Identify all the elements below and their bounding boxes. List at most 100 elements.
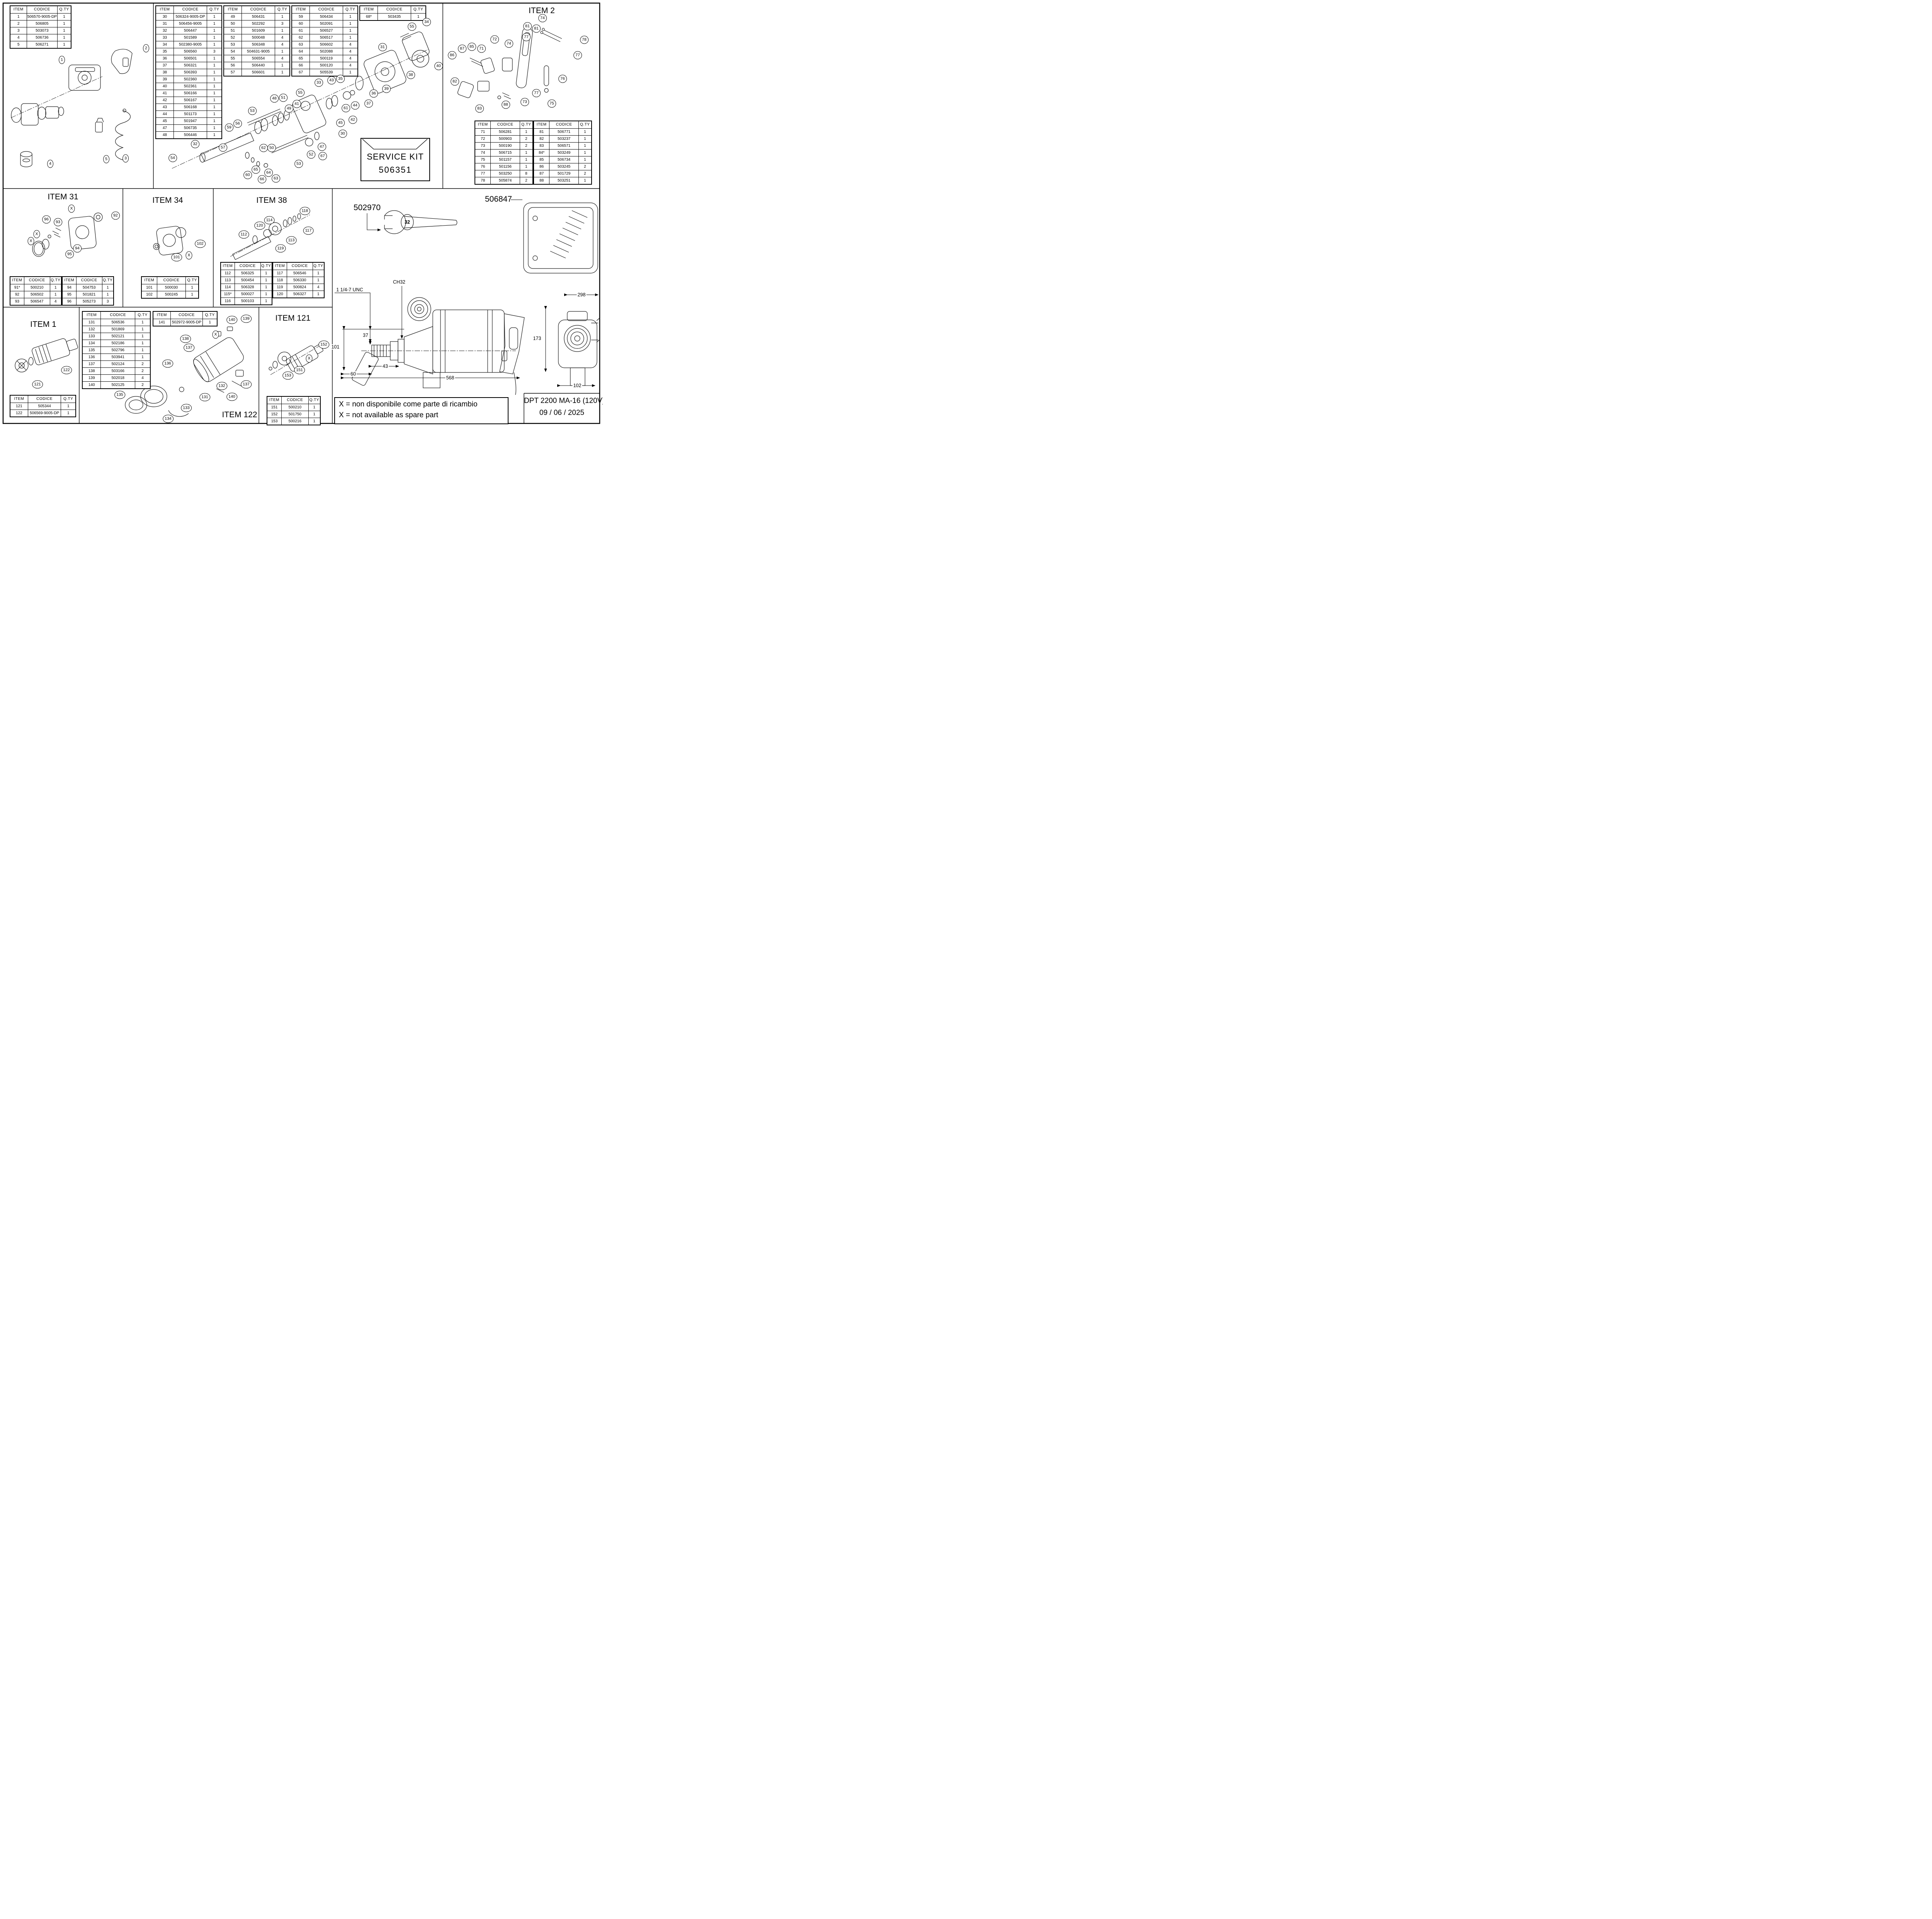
balloon-71: 71 bbox=[477, 44, 486, 53]
balloon-75: 75 bbox=[548, 99, 556, 108]
balloon-45: 45 bbox=[336, 119, 345, 127]
balloon-136: 136 bbox=[162, 359, 173, 368]
balloon-152: 152 bbox=[318, 340, 329, 349]
dim-hex: CH32 bbox=[392, 279, 406, 285]
balloon-35: 35 bbox=[336, 75, 345, 83]
balloon-40: 40 bbox=[434, 62, 443, 70]
balloon-73: 73 bbox=[520, 98, 529, 106]
dim-60: 60 bbox=[350, 371, 357, 377]
exploded-view-item38 bbox=[230, 213, 310, 260]
balloon-117: 117 bbox=[303, 226, 314, 235]
balloon-X: X bbox=[68, 204, 75, 213]
balloon-3: 3 bbox=[122, 154, 129, 163]
balloon-74: 74 bbox=[505, 39, 513, 48]
balloon-139: 139 bbox=[241, 314, 252, 323]
balloon-153: 153 bbox=[282, 371, 293, 380]
balloon-39: 39 bbox=[382, 85, 391, 93]
balloon-133: 133 bbox=[181, 404, 192, 412]
balloon-43: 43 bbox=[327, 76, 336, 85]
balloon-31: 31 bbox=[378, 43, 387, 51]
dim-101: 101 bbox=[330, 344, 340, 350]
model-title: DPT 2200 MA-16 (120V) bbox=[524, 397, 603, 405]
balloon-81: 81 bbox=[532, 24, 541, 33]
balloon-2: 2 bbox=[143, 44, 149, 53]
balloon-5: 5 bbox=[103, 155, 109, 163]
section-title-item121: ITEM 121 bbox=[275, 314, 311, 323]
balloon-92: 92 bbox=[111, 211, 120, 220]
balloon-41: 41 bbox=[293, 100, 301, 108]
balloon-118: 118 bbox=[299, 207, 310, 215]
balloon-72: 72 bbox=[490, 35, 499, 44]
balloon-137: 137 bbox=[241, 380, 252, 389]
balloon-59: 59 bbox=[225, 123, 233, 132]
spare-part-note-box: X = non disponibile come parte di ricamb… bbox=[334, 397, 509, 424]
balloon-77: 77 bbox=[573, 51, 582, 59]
balloon-85: 85 bbox=[468, 42, 476, 51]
balloon-48: 48 bbox=[270, 94, 279, 103]
balloon-81: 81 bbox=[523, 22, 532, 31]
balloon-83: 83 bbox=[475, 104, 484, 113]
balloon-88: 88 bbox=[502, 100, 510, 109]
balloon-131: 131 bbox=[199, 393, 210, 401]
balloon-77: 77 bbox=[532, 89, 541, 97]
case-drawing bbox=[511, 199, 598, 274]
balloon-140: 140 bbox=[226, 316, 237, 324]
balloon-61: 61 bbox=[342, 104, 350, 112]
dim-173: 173 bbox=[532, 336, 542, 341]
section-title-item122: ITEM 122 bbox=[222, 410, 257, 419]
balloon-51: 51 bbox=[279, 93, 287, 102]
balloon-140: 140 bbox=[226, 393, 237, 401]
balloon-37: 37 bbox=[364, 99, 373, 108]
service-kit-code: 506351 bbox=[379, 165, 412, 175]
revision-date: 09 / 06 / 2025 bbox=[539, 409, 585, 417]
balloon-96: 96 bbox=[42, 215, 51, 224]
exploded-view-main bbox=[172, 31, 430, 169]
exploded-view-item1 bbox=[15, 338, 78, 372]
balloon-X: X bbox=[33, 230, 40, 238]
balloon-114: 114 bbox=[264, 216, 275, 224]
balloon-101: 101 bbox=[171, 253, 182, 262]
dim-37: 37 bbox=[362, 333, 369, 338]
